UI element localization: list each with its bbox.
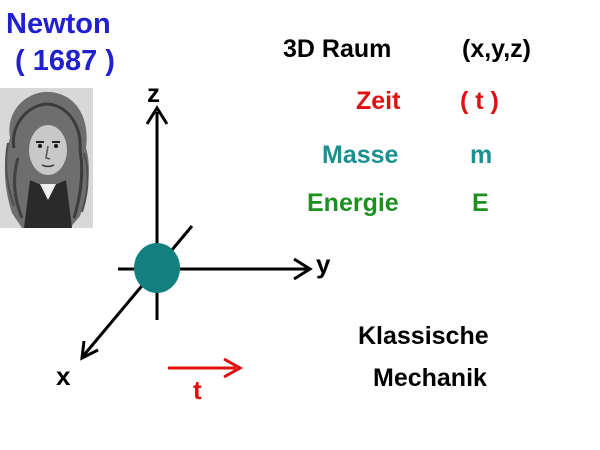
energy-row-value: E: [472, 189, 489, 217]
time-row-label: Zeit: [356, 87, 401, 115]
z-axis-label: z: [147, 78, 160, 108]
z-axis-arrowhead: [145, 105, 169, 125]
time-row-value: ( t ): [460, 87, 499, 115]
x-axis-label: x: [56, 361, 71, 391]
x-axis-arrowhead: [80, 340, 99, 361]
y-axis-label: y: [316, 249, 331, 279]
space-value: (x,y,z): [462, 35, 531, 63]
mass-row-label: Masse: [322, 141, 399, 169]
x-axis: [82, 225, 194, 356]
newton-title: Newton: [6, 8, 111, 40]
mass-sphere: [134, 243, 180, 293]
caption-line-1: Klassische: [358, 322, 489, 350]
space-label: 3D Raum: [283, 35, 392, 63]
time-label: t: [193, 375, 202, 405]
time-arrowhead: [223, 357, 244, 379]
mass-row-value: m: [470, 141, 493, 169]
year-label: ( 1687 ): [15, 45, 115, 77]
energy-row-label: Energie: [307, 189, 399, 217]
y-axis-arrowhead: [293, 257, 313, 281]
caption-line-2: Mechanik: [373, 364, 487, 392]
newton-portrait: [0, 88, 93, 228]
